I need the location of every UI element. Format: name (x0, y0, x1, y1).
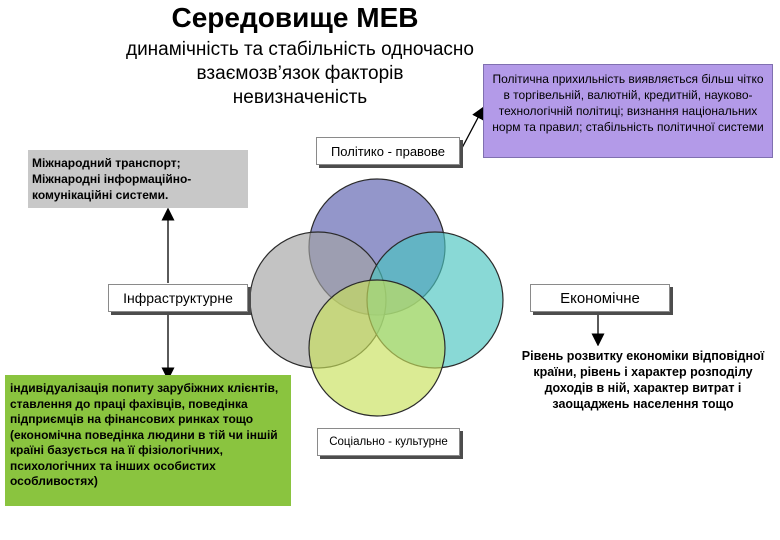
page-title: Середовище МЕВ (171, 2, 419, 33)
subtitle-line-1: динамічність та стабільність одночасно (125, 39, 474, 60)
political-note: Політична прихильність виявляється більш… (483, 64, 773, 158)
economic-note: Рівень розвитку економіки відповідної кр… (512, 346, 774, 436)
factor-economic-label: Економічне (530, 284, 670, 312)
factor-social-label: Соціально - культурне (317, 428, 460, 456)
factor-political-label: Політико - правове (316, 137, 460, 165)
subtitle-line-3: невизначеність (232, 87, 368, 108)
arrow-political (461, 106, 485, 149)
social-note: індивідуалізація попиту зарубіжних клієн… (5, 375, 291, 506)
factor-infrastructure-label: Інфраструктурне (108, 284, 248, 312)
infrastructure-note: Міжнародний транспорт; Міжнародні інформ… (28, 150, 248, 208)
circle-social (308, 279, 446, 417)
subtitle-line-2: взаємозв’язок факторів (196, 63, 404, 84)
